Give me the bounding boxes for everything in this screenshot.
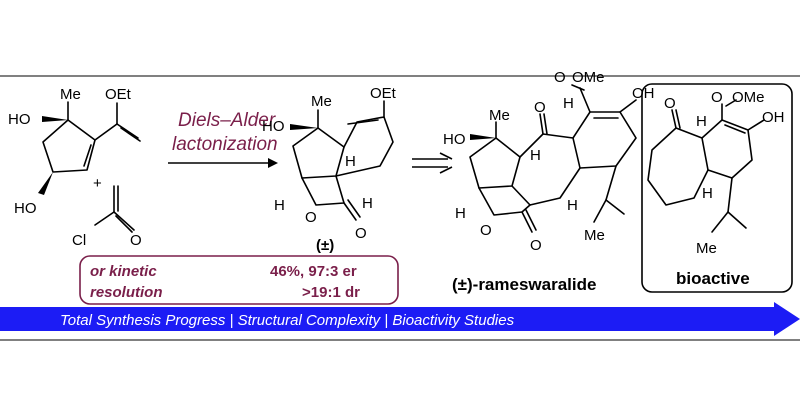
atom-ome-bio: OMe: [732, 89, 765, 106]
atom-o-ester-bio: O: [711, 89, 723, 106]
atom-me: Me: [60, 86, 81, 103]
starting-material-acryloyl-chloride: Cl O: [72, 185, 142, 249]
atom-ho-lower: HO: [14, 200, 37, 217]
atom-oh-prod: OH: [632, 85, 655, 102]
plus-sign: +: [93, 175, 102, 192]
atom-o-ketone-bio: O: [664, 95, 676, 112]
atom-ho: HO: [8, 111, 31, 128]
atom-h-prod-2: H: [530, 147, 541, 164]
atom-o-prod-carbonyl: O: [530, 237, 542, 254]
atom-ho-prod: HO: [443, 131, 466, 148]
atom-ho-int: HO: [262, 118, 285, 135]
product-label: (±)-rameswaralide: [452, 275, 596, 294]
resolution-note-box: [79, 255, 399, 305]
multistep-arrow: [412, 152, 453, 174]
atom-o-int-carbonyl: O: [355, 225, 367, 242]
atom-h-prod-3: H: [567, 197, 578, 214]
atom-h-prod-4: H: [455, 205, 466, 222]
arrow-label-diels-alder: Diels–Alder: [178, 110, 276, 131]
bioactive-frame: [641, 83, 793, 293]
atom-o-ketone-prod: O: [534, 99, 546, 116]
atom-oet: OEt: [105, 86, 132, 103]
atom-h-int-1: H: [345, 153, 356, 170]
atom-oet-int: OEt: [370, 85, 397, 102]
intermediate-lactone: Me HO OEt H H H O O (±): [262, 85, 397, 254]
atom-ome-prod: OMe: [572, 69, 605, 86]
bioactive-label: bioactive: [676, 269, 750, 288]
racemic-label: (±): [316, 237, 334, 254]
atom-o-int-ring: O: [305, 209, 317, 226]
atom-oh-bio: OH: [762, 109, 785, 126]
atom-o-prod-ring: O: [480, 222, 492, 239]
arrow-label-lactonization: lactonization: [172, 134, 278, 155]
note-yield-er: 46%, 97:3 er: [270, 263, 357, 280]
atom-me-int: Me: [311, 93, 332, 110]
note-resolution: resolution: [90, 284, 163, 301]
atom-me-prod-2: Me: [584, 227, 605, 244]
atom-h-bio-2: H: [702, 185, 713, 202]
atom-o-acyl: O: [130, 232, 142, 249]
atom-h-int-3: H: [362, 195, 373, 212]
starting-material-diene: Me HO OEt HO: [8, 86, 141, 217]
product-rameswaralide: Me HO O O OMe OH H H H H O O Me: [443, 69, 655, 254]
atom-h-prod-1: H: [563, 95, 574, 112]
reaction-arrow: Diels–Alder lactonization: [168, 110, 278, 168]
progress-banner-arrow: [0, 302, 800, 336]
note-or-kinetic: or kinetic: [90, 263, 157, 280]
atom-cl: Cl: [72, 232, 86, 249]
atom-o-ester-prod: O: [554, 69, 566, 86]
atom-h-int-2: H: [274, 197, 285, 214]
atom-me-bio: Me: [696, 240, 717, 257]
atom-h-bio-1: H: [696, 113, 707, 130]
banner-text: Total Synthesis Progress | Structural Co…: [60, 312, 515, 329]
bioactive-analog: O O OMe OH H H Me: [647, 89, 785, 257]
atom-me-prod: Me: [489, 107, 510, 124]
note-dr: >19:1 dr: [302, 284, 360, 301]
